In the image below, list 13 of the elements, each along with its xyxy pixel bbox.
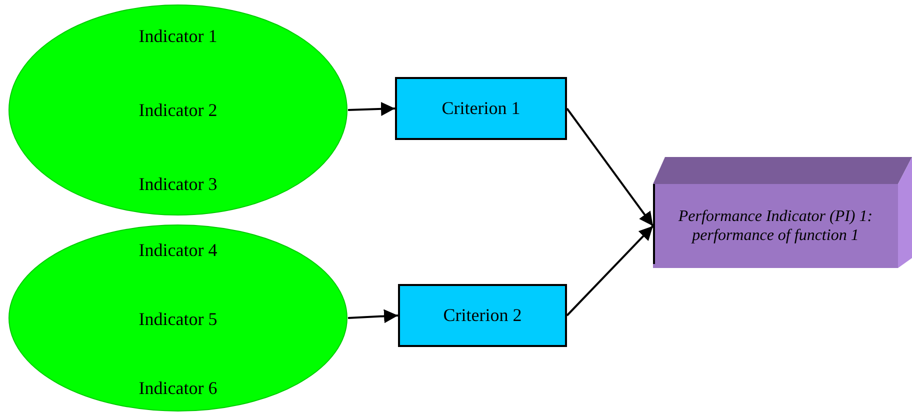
node-label: Criterion 1 — [442, 98, 520, 120]
arrow — [348, 309, 398, 324]
arrow — [566, 108, 654, 227]
node-label: Criterion 2 — [443, 304, 522, 326]
node-label: Indicator 2 — [138, 100, 218, 122]
node-label: Indicator 6 — [138, 378, 218, 400]
arrow — [348, 102, 396, 116]
node-label: Indicator 3 — [138, 174, 218, 196]
node-label: Indicator 5 — [138, 309, 218, 331]
indicator-title: Performance Indicator (PI) 1: performance of function 1 — [677, 206, 874, 246]
node-label: Indicator 4 — [138, 240, 218, 262]
node-label: Indicator 1 — [138, 26, 218, 48]
arrow — [566, 225, 654, 316]
